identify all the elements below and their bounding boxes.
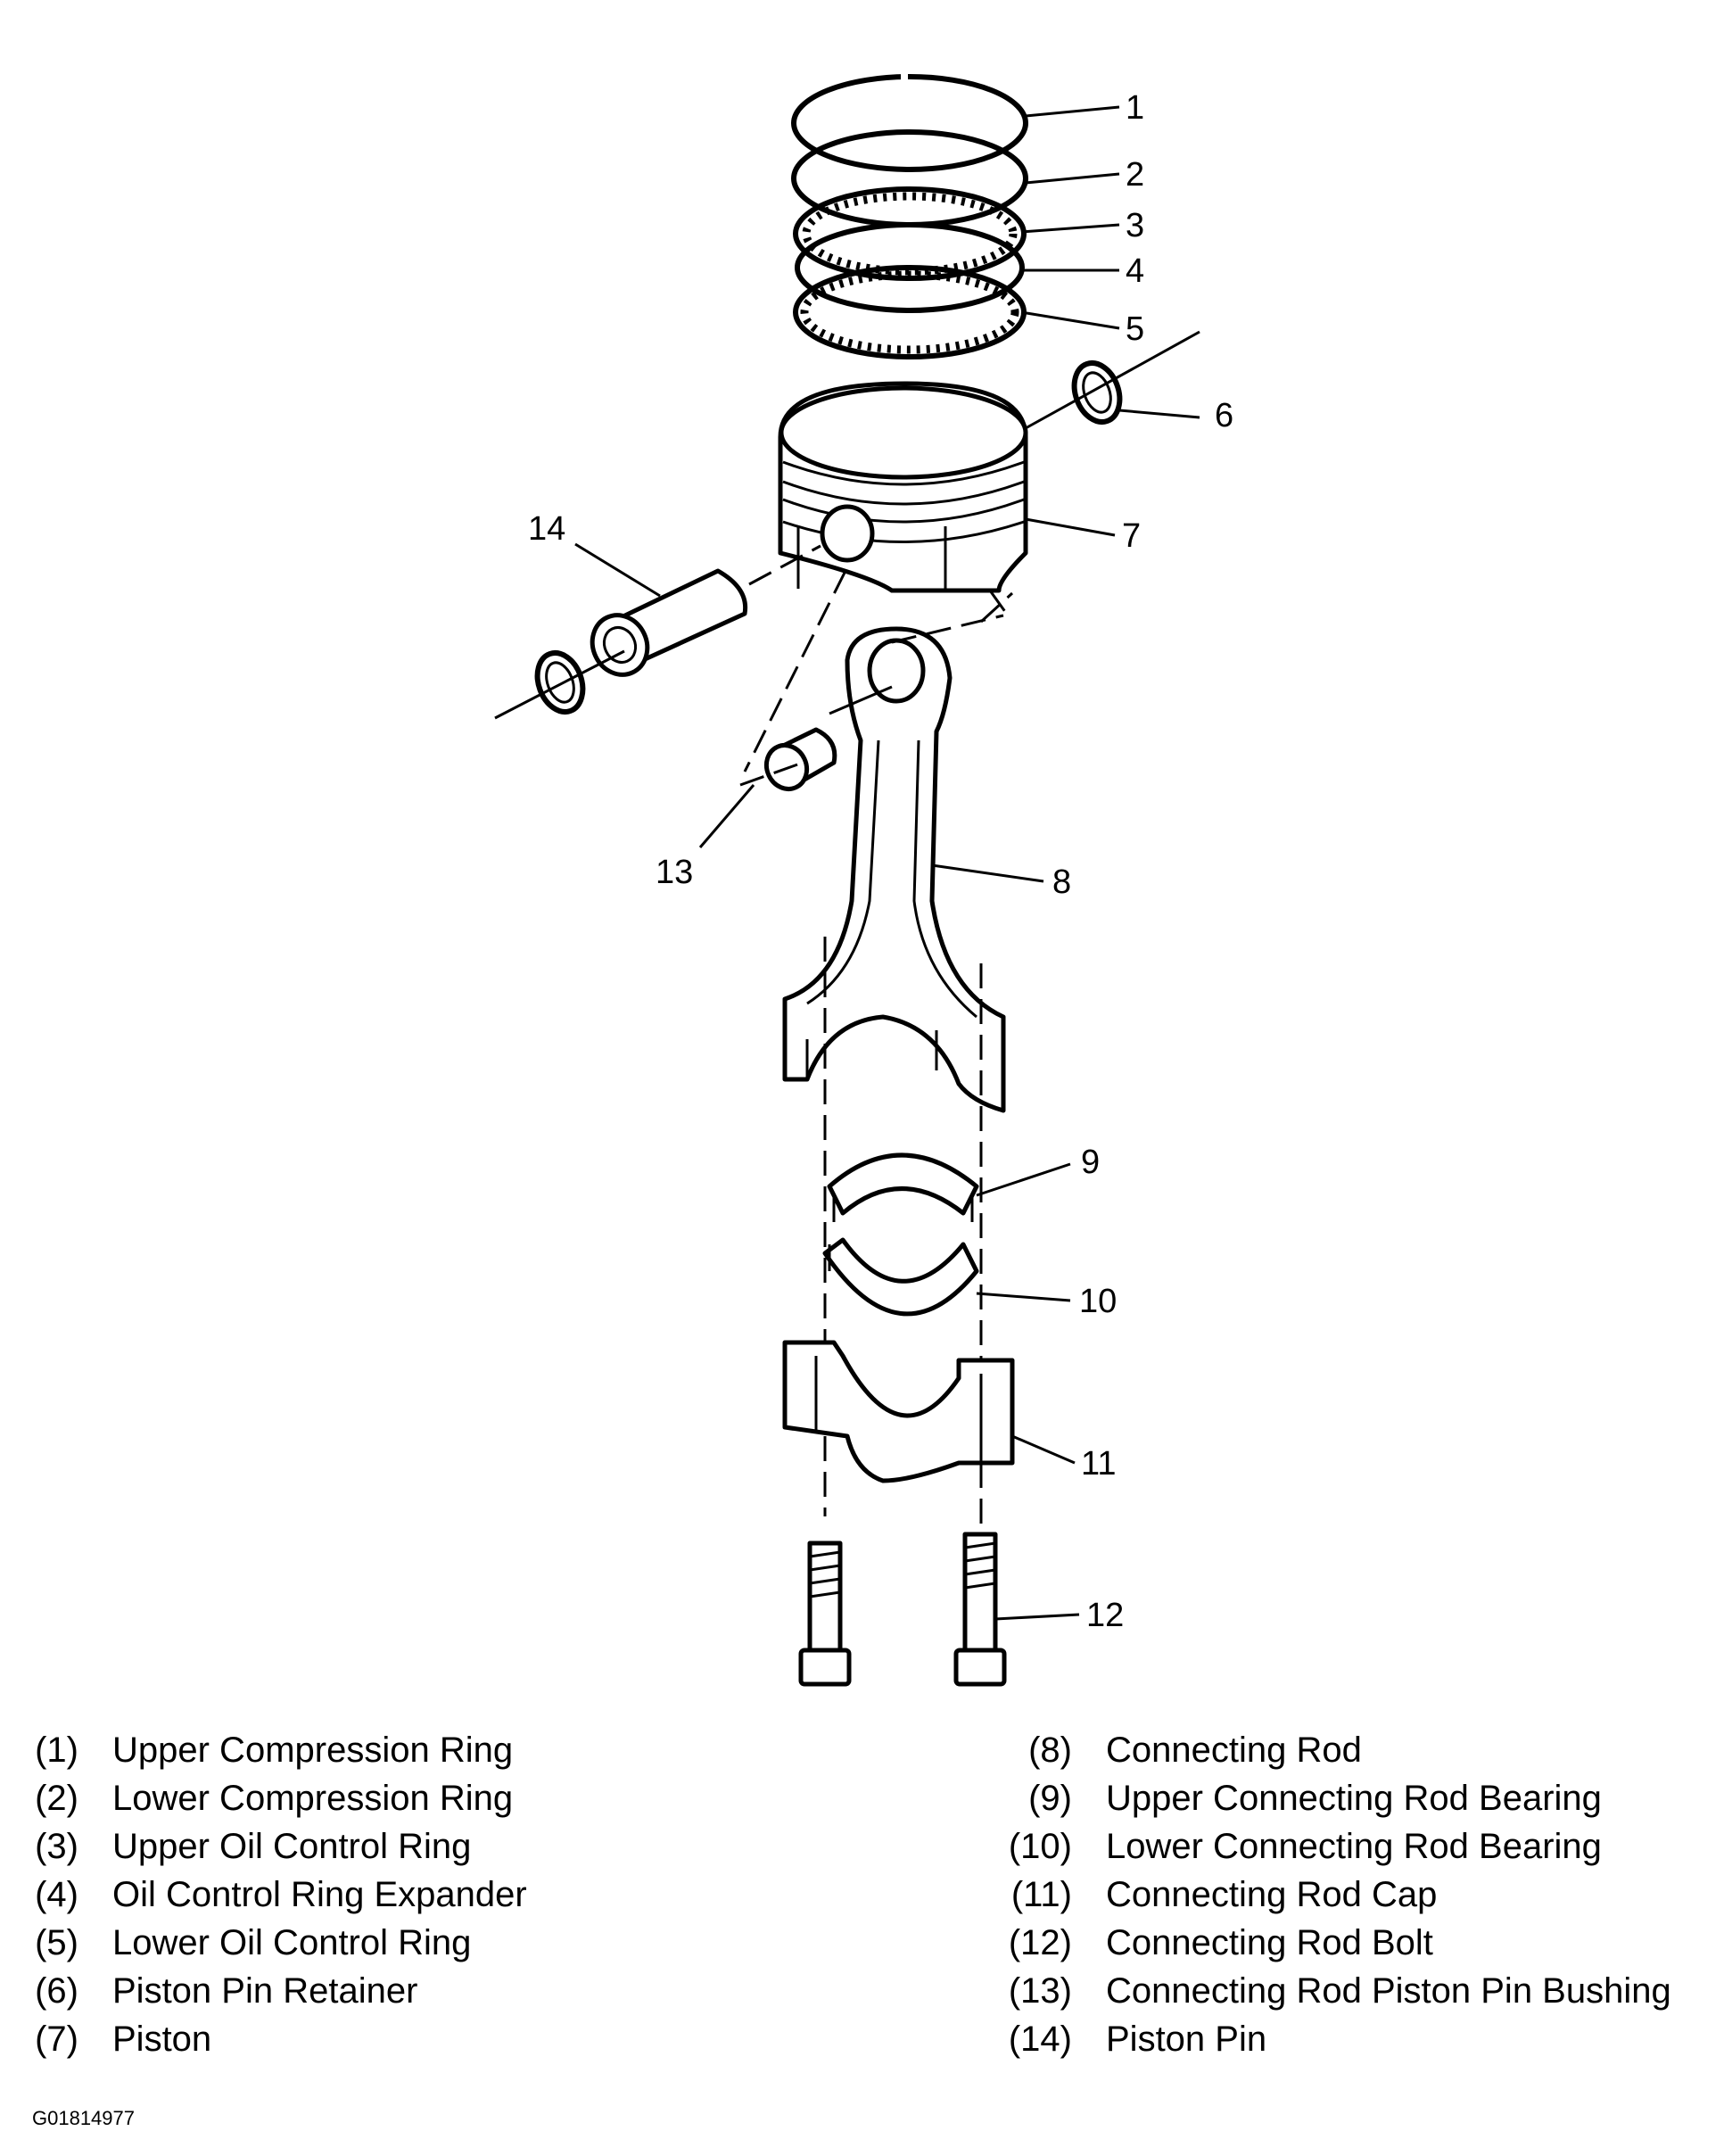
- legend-item: (12) Connecting Rod Bolt: [954, 1919, 1671, 1967]
- legend-number: (5): [35, 1922, 78, 1962]
- callout-10: 10: [1079, 1283, 1117, 1320]
- callout-13: 13: [656, 854, 693, 891]
- callout-5: 5: [1126, 310, 1144, 348]
- callout-11: 11: [1081, 1445, 1116, 1483]
- legend-label: Oil Control Ring Expander: [112, 1874, 527, 1914]
- connecting-rod: [782, 626, 1006, 1113]
- legend-label: Connecting Rod: [1106, 1730, 1362, 1770]
- callout-2: 2: [1126, 156, 1144, 194]
- piston-pin-retainer-right: [1071, 360, 1123, 425]
- legend-item: (5) Lower Oil Control Ring: [0, 1919, 527, 1967]
- legend-item: (8) Connecting Rod: [954, 1726, 1671, 1774]
- callout-14: 14: [528, 510, 565, 548]
- callout-1: 1: [1126, 89, 1144, 127]
- legend-number: (8): [1028, 1730, 1072, 1770]
- legend-number: (10): [1008, 1826, 1072, 1866]
- legend-label: Lower Connecting Rod Bearing: [1106, 1826, 1602, 1866]
- legend-item: (1) Upper Compression Ring: [0, 1726, 527, 1774]
- legend-number: (12): [1008, 1922, 1072, 1962]
- legend-number: (1): [35, 1730, 78, 1770]
- legend-item: (11) Connecting Rod Cap: [954, 1871, 1671, 1919]
- legend-label: Connecting Rod Piston Pin Bushing: [1106, 1970, 1671, 2011]
- lower-connecting-rod-bearing: [822, 1237, 979, 1317]
- legend-number: (6): [35, 1970, 78, 2011]
- legend-left-column: (1) Upper Compression Ring (2) Lower Compr…: [0, 1726, 527, 2063]
- figure-id: G01814977: [32, 2107, 135, 2129]
- leader-lines: [574, 105, 1200, 1621]
- legend-number: (9): [1028, 1778, 1072, 1818]
- legend-number: (7): [35, 2019, 78, 2059]
- upper-connecting-rod-bearing: [827, 1152, 979, 1222]
- legend-number: (11): [1010, 1874, 1072, 1914]
- parts-legend: (1) Upper Compression Ring (2) Lower Compr…: [0, 1726, 1732, 2101]
- callout-3: 3: [1126, 207, 1144, 244]
- legend-item: (3) Upper Oil Control Ring: [0, 1822, 527, 1871]
- callout-9: 9: [1081, 1144, 1100, 1181]
- legend-label: Piston Pin Retainer: [112, 1970, 418, 2011]
- legend-label: Upper Connecting Rod Bearing: [1106, 1778, 1602, 1818]
- legend-number: (13): [1008, 1970, 1072, 2011]
- connecting-rod-cap: [782, 1340, 1015, 1483]
- legend-item: (2) Lower Compression Ring: [0, 1774, 527, 1822]
- legend-label: Connecting Rod Bolt: [1106, 1922, 1433, 1962]
- oil-control-ring-expander: [795, 222, 1025, 313]
- upper-compression-ring: [791, 72, 1028, 172]
- legend-label: Upper Oil Control Ring: [112, 1826, 472, 1866]
- legend-number: (2): [35, 1778, 78, 1818]
- legend-number: (4): [35, 1874, 78, 1914]
- callout-7: 7: [1122, 517, 1141, 555]
- connecting-rod-bolt-right: [953, 1532, 1007, 1687]
- legend-label: Upper Compression Ring: [112, 1730, 514, 1770]
- callout-6: 6: [1215, 397, 1233, 434]
- legend-label: Connecting Rod Cap: [1106, 1874, 1438, 1914]
- callout-8: 8: [1052, 863, 1071, 901]
- legend-label: Piston: [112, 2019, 212, 2059]
- legend-label: Piston Pin: [1106, 2019, 1267, 2059]
- legend-number: (14): [1008, 2019, 1072, 2059]
- exploded-piston-assembly-diagram: 1 2 3 4 5 6 7 8 9 10 11 12 13 14: [494, 72, 1233, 1687]
- legend-right-column: (8) Connecting Rod (9) Upper Connecting Ro…: [954, 1726, 1671, 2063]
- legend-item: (7) Piston: [0, 2015, 527, 2063]
- piston-pin-retainer-left: [534, 650, 586, 715]
- legend-item: (9) Upper Connecting Rod Bearing: [954, 1774, 1671, 1822]
- legend-label: Lower Oil Control Ring: [112, 1922, 472, 1962]
- legend-item: (6) Piston Pin Retainer: [0, 1967, 527, 2015]
- connecting-rod-bolt-left: [798, 1541, 852, 1687]
- callout-4: 4: [1126, 252, 1144, 290]
- piston-pin: [590, 568, 748, 677]
- legend-item: (13) Connecting Rod Piston Pin Bushing: [954, 1967, 1671, 2015]
- legend-number: (3): [35, 1826, 78, 1866]
- connecting-rod-piston-pin-bushing: [763, 727, 837, 791]
- piston: [778, 381, 1028, 593]
- callout-12: 12: [1086, 1597, 1124, 1634]
- legend-item: (10) Lower Connecting Rod Bearing: [954, 1822, 1671, 1871]
- legend-item: (14) Piston Pin: [954, 2015, 1671, 2063]
- legend-label: Lower Compression Ring: [112, 1778, 514, 1818]
- legend-item: (4) Oil Control Ring Expander: [0, 1871, 527, 1919]
